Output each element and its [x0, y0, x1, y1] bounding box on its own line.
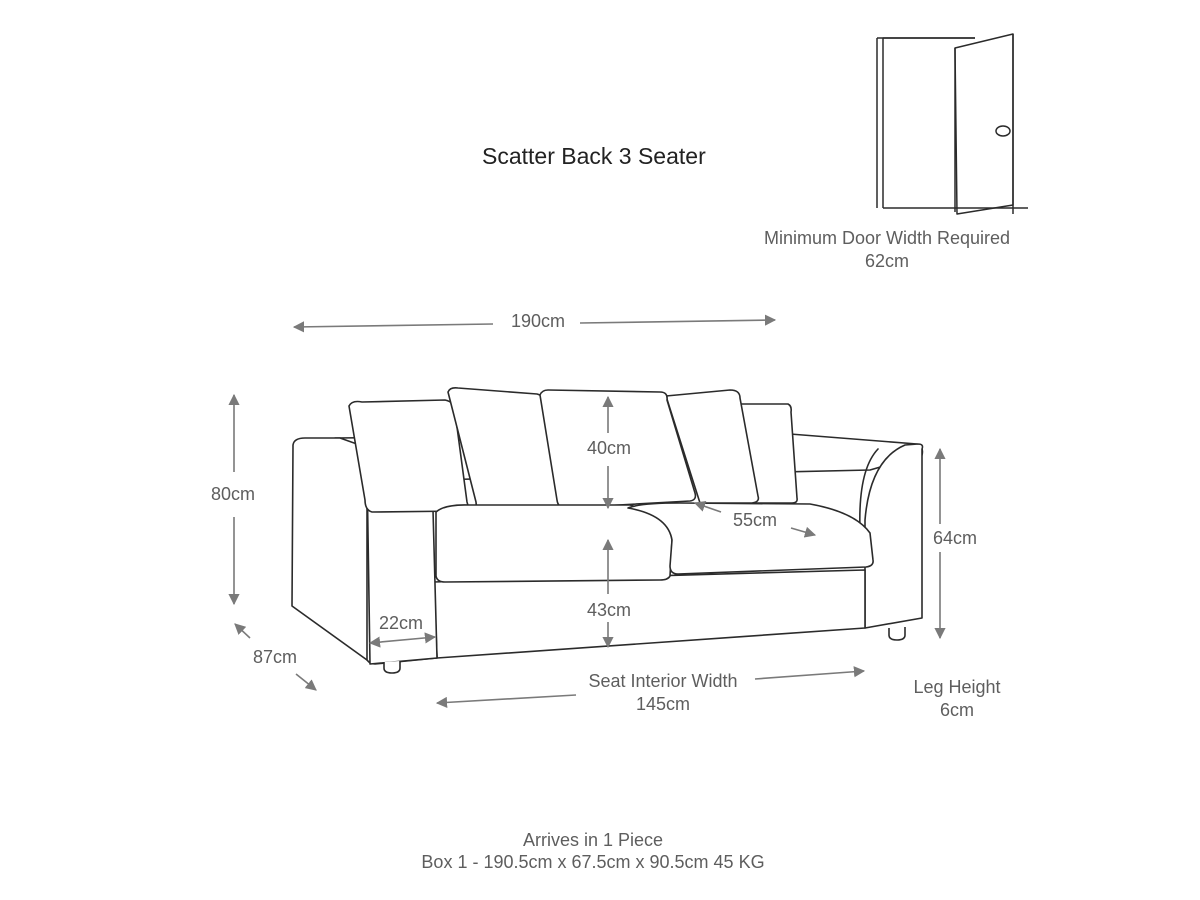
depth-arrow-down	[295, 673, 317, 691]
seat-depth-label: 55cm	[732, 509, 778, 531]
product-title: Scatter Back 3 Seater	[482, 143, 706, 169]
seat-depth-arrow-left	[693, 501, 722, 513]
width-label: 190cm	[510, 310, 566, 332]
seat-interior-width-note: Seat Interior Width 145cm	[588, 670, 737, 716]
depth-arrow-up	[234, 623, 251, 639]
sofa-drawing	[291, 387, 924, 674]
packaging-box-dimensions: Box 1 - 190.5cm x 67.5cm x 90.5cm 45 KG	[421, 852, 765, 872]
leg-height-note: Leg Height 6cm	[913, 676, 1000, 722]
door-width-value: 62cm	[864, 251, 910, 271]
door-width-note: Minimum Door Width Required 62cm	[764, 227, 1010, 273]
arm-width-label: 22cm	[378, 612, 424, 634]
leg-height-label: Leg Height	[913, 677, 1001, 697]
seat-height-label: 43cm	[586, 599, 632, 621]
back-cushion-label: 40cm	[586, 437, 632, 459]
seat-interior-width-value: 145cm	[635, 694, 691, 714]
interior-width-arrow-right	[754, 666, 866, 680]
leg-height-value: 6cm	[939, 700, 975, 720]
dimension-arrows	[228, 314, 946, 709]
depth-label: 87cm	[252, 646, 298, 668]
door-width-label: Minimum Door Width Required	[763, 228, 1011, 248]
arm-width-arrow	[368, 632, 437, 648]
packaging-pieces: Arrives in 1 Piece	[522, 830, 664, 850]
width-arrow-right	[579, 314, 777, 326]
height-label: 80cm	[210, 483, 256, 505]
arm-height-label: 64cm	[932, 527, 978, 549]
seat-depth-arrow-right	[790, 526, 817, 538]
seat-interior-width-label: Seat Interior Width	[588, 671, 738, 691]
interior-width-arrow-left	[435, 694, 577, 709]
door-icon	[876, 33, 1028, 215]
packaging-info: Arrives in 1 Piece Box 1 - 190.5cm x 67.…	[421, 829, 764, 873]
width-arrow-left	[292, 321, 494, 333]
